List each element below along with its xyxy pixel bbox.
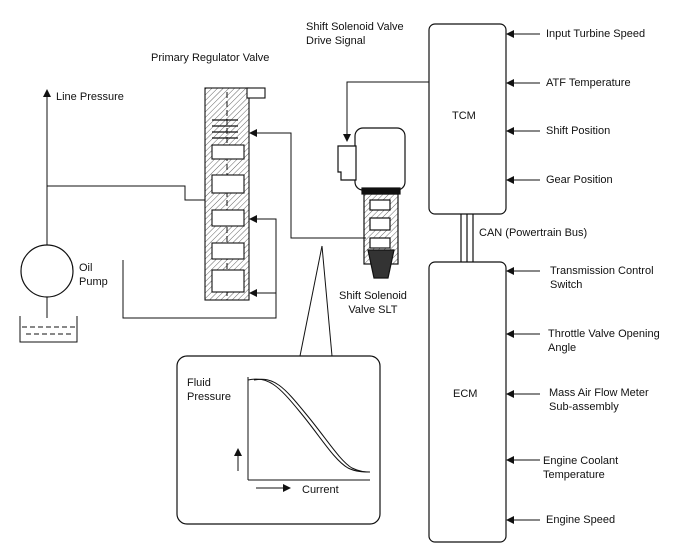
tcm-input-label: Shift Position <box>546 125 611 137</box>
fluid-pressure-label: Fluid Pressure <box>187 377 232 403</box>
ecm-input-arrows <box>506 267 540 524</box>
ecm-input-label: Engine Speed <box>546 514 616 526</box>
ecm-box <box>428 261 507 543</box>
slt-label: Shift Solenoid Valve SLT <box>339 290 407 316</box>
shift-signal-label: Shift Solenoid Valve Drive Signal <box>306 21 404 47</box>
can-bus-label: CAN (Powertrain Bus) <box>479 227 588 239</box>
tcm-label: TCM <box>452 110 476 122</box>
can-bus-lines <box>460 214 474 262</box>
pressure-graph-box <box>176 355 381 525</box>
line-pressure-label: Line Pressure <box>56 91 124 103</box>
tcm-input-label: Gear Position <box>546 174 613 186</box>
oil-reservoir <box>19 316 78 343</box>
shift-solenoid-valve-slt <box>337 127 406 279</box>
inset-leader-lines <box>299 245 333 357</box>
pressure-graph-axes <box>234 377 371 492</box>
hydraulic-lines <box>43 89 366 319</box>
oil-pump-label: Oil Pump <box>79 262 108 288</box>
current-label: Current <box>302 484 339 496</box>
tcm-input-label: Input Turbine Speed <box>546 28 646 40</box>
ecm-input-label: Transmission Control Switch <box>550 265 654 291</box>
tcm-input-label: ATF Temperature <box>546 77 631 89</box>
primary-regulator-label: Primary Regulator Valve <box>151 52 270 64</box>
tcm-input-arrows <box>506 30 540 184</box>
drive-signal-arrow <box>343 81 429 142</box>
ecm-input-label: Throttle Valve Opening Angle <box>548 328 660 354</box>
ecm-input-label: Mass Air Flow Meter Sub-assembly <box>549 387 649 413</box>
ecm-label: ECM <box>453 388 478 400</box>
ecm-input-label: Engine Coolant Temperature <box>543 455 619 481</box>
primary-regulator-valve <box>204 87 266 301</box>
oil-pump-circle <box>20 244 74 298</box>
